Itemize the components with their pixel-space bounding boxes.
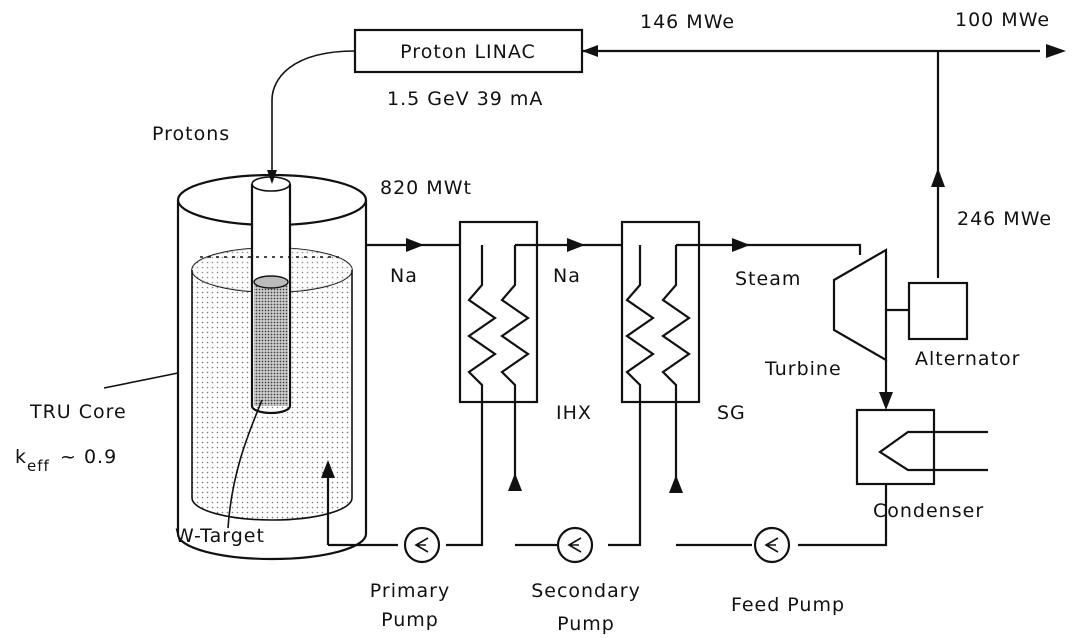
reactor-vessel bbox=[176, 173, 368, 561]
condenser-label: Condenser bbox=[873, 500, 984, 522]
thermal-power-label: 820 MWt bbox=[380, 177, 472, 199]
secondary-pump bbox=[556, 526, 594, 564]
steam-generator bbox=[620, 220, 701, 482]
ihx-label: IHX bbox=[556, 402, 592, 424]
secondary-sodium-loop bbox=[508, 238, 655, 547]
tru-core-label: TRU Core bbox=[29, 401, 127, 423]
alternator-label: Alternator bbox=[915, 348, 1020, 370]
linac-specs-label: 1.5 GeV 39 mA bbox=[387, 88, 543, 110]
steam-label: Steam bbox=[735, 268, 801, 290]
primary-pump-label-2: Pump bbox=[381, 609, 439, 631]
condenser bbox=[855, 408, 988, 486]
turbine bbox=[832, 248, 909, 362]
keff-value-label: ~ 0.9 bbox=[60, 446, 117, 468]
w-target-label: W-Target bbox=[175, 525, 265, 547]
proton-beam bbox=[267, 50, 356, 184]
feed-pump-label: Feed Pump bbox=[731, 594, 845, 616]
power-distribution-lines bbox=[582, 44, 1066, 278]
turbine-label: Turbine bbox=[764, 358, 842, 380]
proton-linac: Proton LINAC bbox=[353, 28, 584, 74]
keff-k-label: k bbox=[15, 446, 27, 468]
protons-label: Protons bbox=[152, 123, 230, 145]
sg-label: SG bbox=[717, 402, 746, 424]
secondary-pump-label-1: Secondary bbox=[531, 580, 641, 602]
na-primary-label: Na bbox=[390, 265, 418, 287]
primary-sodium-loop bbox=[321, 238, 497, 547]
ihx bbox=[458, 220, 539, 482]
keff-sub-label: eff bbox=[27, 457, 50, 475]
alternator bbox=[907, 281, 969, 341]
power-to-linac-label: 146 MWe bbox=[640, 11, 735, 33]
tru-core-leader bbox=[103, 372, 179, 389]
gross-power-label: 246 MWe bbox=[957, 208, 1052, 230]
feed-pump bbox=[753, 526, 791, 564]
net-power-label: 100 MWe bbox=[955, 9, 1050, 31]
linac-label: Proton LINAC bbox=[400, 41, 536, 63]
w-target-leader bbox=[227, 399, 263, 529]
primary-pump-label-1: Primary bbox=[370, 580, 450, 602]
na-secondary-label: Na bbox=[553, 265, 581, 287]
w-target bbox=[254, 282, 288, 406]
steam-loop bbox=[669, 238, 893, 547]
primary-pump bbox=[403, 526, 441, 564]
secondary-pump-label-2: Pump bbox=[557, 613, 615, 635]
